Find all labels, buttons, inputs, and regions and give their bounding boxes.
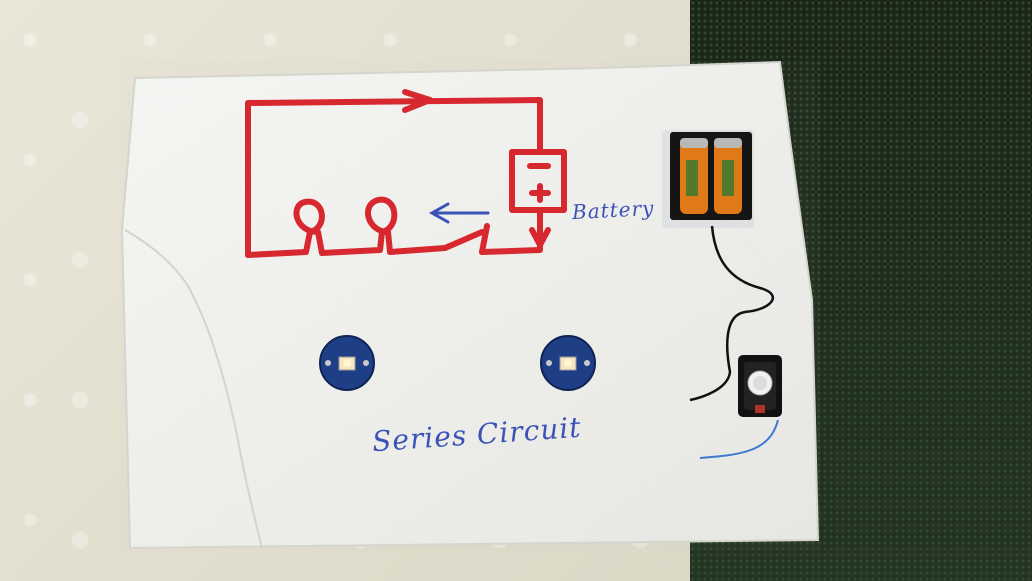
push-switch	[738, 355, 782, 417]
led-module-2	[540, 335, 596, 391]
led-module-1	[319, 335, 375, 391]
bulb-symbol-1	[245, 198, 325, 258]
board-crack	[124, 229, 263, 549]
battery-holder	[662, 130, 754, 228]
switch-symbol	[479, 223, 490, 255]
blue-wire	[699, 419, 779, 459]
top-arrow	[402, 89, 433, 113]
bulb-symbol-2	[319, 196, 398, 256]
current-arrow	[428, 202, 490, 224]
circuit-drawing	[245, 89, 567, 258]
black-wire	[689, 225, 775, 402]
battery-label: Battery	[571, 195, 655, 225]
